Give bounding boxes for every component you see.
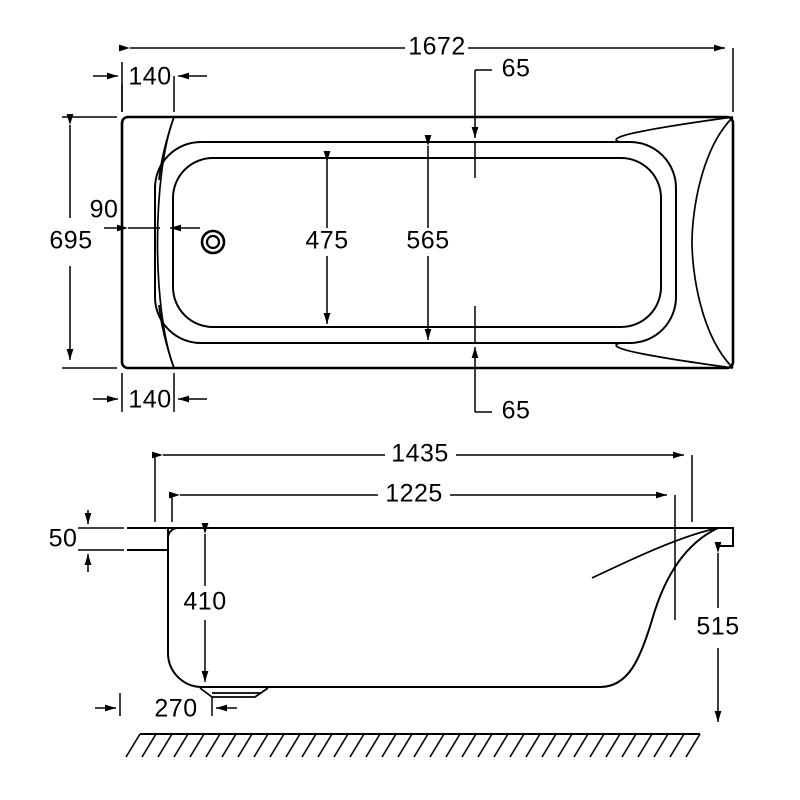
plan-bowl-inner-edge	[172, 157, 662, 328]
plan-right-taper-outer-bottom	[615, 342, 734, 369]
dim-label-140-top: 140	[128, 63, 171, 91]
dim-label-50: 50	[49, 525, 78, 553]
dim-label-475: 475	[305, 227, 348, 255]
dim-label-270: 270	[154, 695, 197, 723]
elevation-view-dimensions: 1435 1225 50 410 515 270	[49, 440, 740, 723]
dim-label-65-bottom: 65	[502, 397, 531, 425]
plan-left-taper-edge-bottom	[158, 304, 175, 369]
plan-view-dimensions: 1672 140 140 695 90 475 565	[49, 33, 734, 425]
dim-label-1225: 1225	[385, 480, 443, 508]
dim-label-90: 90	[90, 196, 119, 224]
plan-right-end-curve	[691, 116, 734, 369]
plan-left-taper-edge-top	[158, 116, 175, 181]
dim-label-65-top: 65	[502, 55, 531, 83]
dim-label-1672: 1672	[408, 33, 466, 61]
dim-label-1435: 1435	[391, 440, 449, 468]
dim-label-695: 695	[49, 227, 92, 255]
floor-datum	[125, 733, 701, 758]
elev-right-rim-cap	[718, 527, 734, 547]
elev-bowl-profile	[167, 527, 719, 688]
dim-label-565: 565	[406, 227, 449, 255]
plan-waste-outlet	[200, 229, 226, 255]
plan-right-taper-outer	[615, 116, 734, 143]
dim-label-515: 515	[696, 613, 739, 641]
plan-view-geometry	[120, 115, 735, 370]
elev-backrest-curve	[591, 527, 719, 579]
plan-bowl-outer-edge	[154, 141, 677, 344]
floor-hatching	[125, 733, 701, 758]
dim-label-140-bottom: 140	[128, 386, 171, 414]
elevation-view-geometry	[127, 527, 734, 698]
dim-label-410: 410	[183, 588, 226, 616]
